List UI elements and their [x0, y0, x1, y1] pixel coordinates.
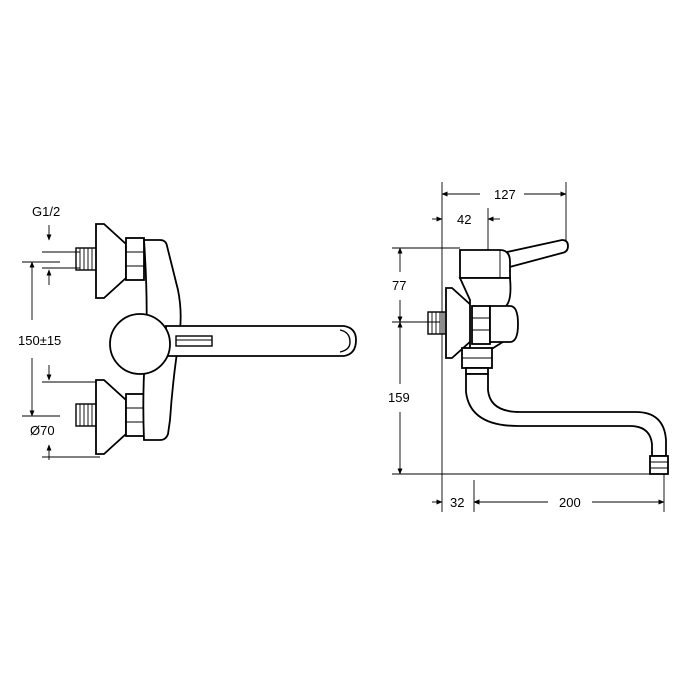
lever-offset-label: 42	[457, 212, 471, 227]
wall-offset-label: 32	[450, 495, 464, 510]
lower-height-label: 159	[388, 390, 410, 405]
upper-height-label: 77	[392, 278, 406, 293]
front-view: G1/2 150±15 Ø70	[18, 204, 357, 460]
spacing-label: 150±15	[18, 333, 61, 348]
diameter-label: Ø70	[30, 423, 55, 438]
side-dimensions	[392, 182, 665, 512]
upper-connector	[75, 223, 145, 299]
lower-connector	[75, 379, 145, 455]
total-depth-label: 127	[494, 187, 516, 202]
front-spout	[165, 325, 357, 357]
side-swivel-nut	[461, 347, 493, 375]
round-handle	[109, 313, 171, 375]
front-dimensions	[22, 225, 100, 460]
side-spout	[465, 373, 669, 475]
side-body	[458, 277, 519, 351]
side-view: 127 42 77 159 32 200	[388, 182, 669, 512]
thread-label: G1/2	[32, 204, 60, 219]
spout-reach-label: 200	[559, 495, 581, 510]
side-lever	[459, 239, 569, 279]
